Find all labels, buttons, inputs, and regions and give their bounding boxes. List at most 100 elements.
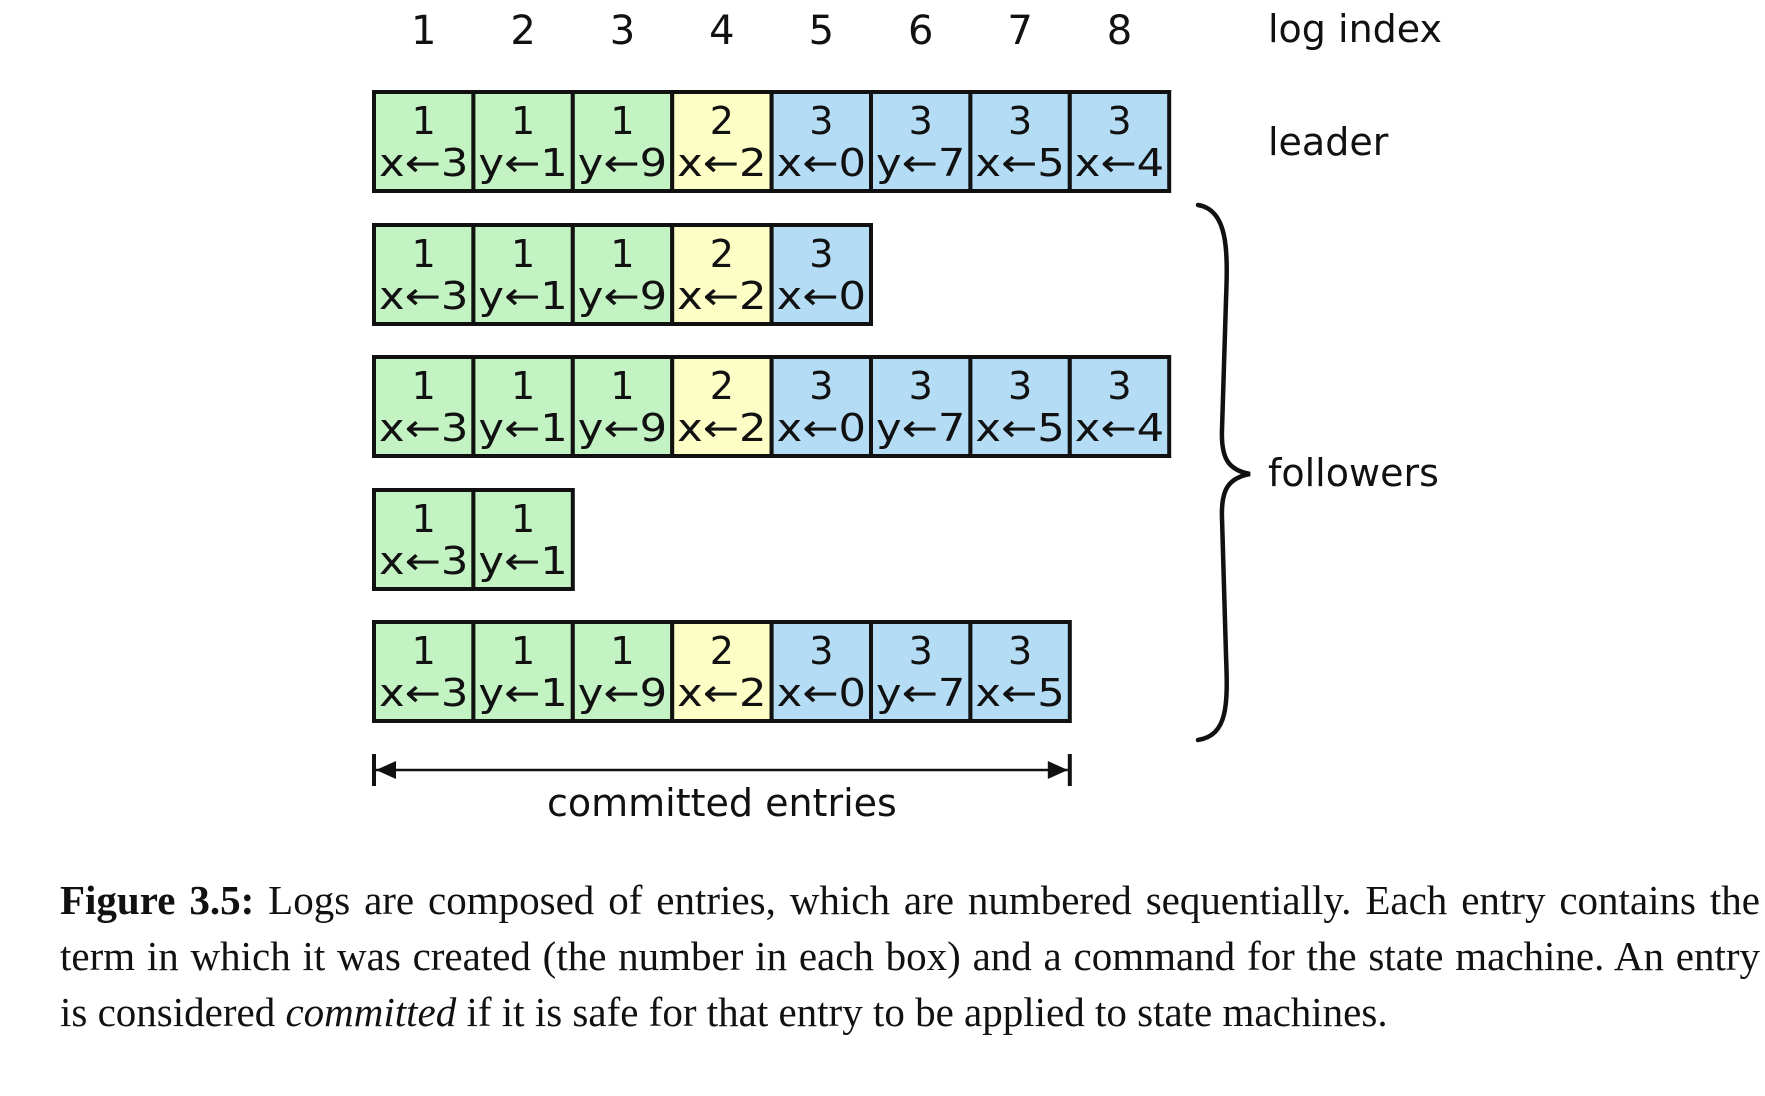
log-index-7: 7 xyxy=(1007,8,1032,54)
log-entry: 1y←9 xyxy=(570,620,675,723)
entry-command: x←0 xyxy=(777,274,866,318)
followers-brace xyxy=(1195,202,1251,743)
entry-command: x←3 xyxy=(379,671,468,715)
entry-term: 1 xyxy=(610,232,634,276)
entry-box-term-3 xyxy=(769,223,873,326)
entry-command: x←5 xyxy=(975,671,1064,715)
log-entry: 3x←0 xyxy=(769,223,873,326)
entry-box-term-1 xyxy=(372,355,476,458)
entry-term: 1 xyxy=(511,497,535,541)
entry-box-term-3 xyxy=(869,355,973,458)
entry-term: 3 xyxy=(809,364,833,408)
figure-caption: Figure 3.5: Logs are composed of entries… xyxy=(60,872,1760,1040)
entry-term: 1 xyxy=(412,99,436,143)
entry-command: y←1 xyxy=(478,141,567,185)
entry-box-term-3 xyxy=(869,620,973,723)
log-entry: 3y←7 xyxy=(869,355,973,458)
log-entry: 1y←9 xyxy=(570,223,675,326)
log-entry: 3y←7 xyxy=(869,90,973,193)
entry-command: y←9 xyxy=(578,274,667,318)
follower-log-2: 1x←31y←11y←92x←23x←03y←73x←53x←4 xyxy=(372,355,1172,458)
entry-command: x←3 xyxy=(379,539,468,583)
entry-command: x←2 xyxy=(677,406,766,450)
entry-term: 3 xyxy=(809,629,833,673)
log-entry: 3x←0 xyxy=(769,620,873,723)
entry-term: 1 xyxy=(412,232,436,276)
entry-term: 1 xyxy=(412,364,436,408)
log-index-2: 2 xyxy=(510,8,535,54)
entry-term: 1 xyxy=(511,364,535,408)
entry-box-term-1 xyxy=(570,90,675,193)
log-index-5: 5 xyxy=(809,8,834,54)
entry-box-term-2 xyxy=(670,620,774,723)
leader-log: 1x←31y←11y←92x←23x←03y←73x←53x←4 xyxy=(372,90,1172,193)
entry-command: x←0 xyxy=(777,406,866,450)
entry-command: y←1 xyxy=(478,671,567,715)
entry-box-term-1 xyxy=(471,488,575,591)
entry-term: 3 xyxy=(1008,629,1032,673)
follower-log-4: 1x←31y←11y←92x←23x←03y←73x←5 xyxy=(372,620,1072,723)
log-index-label: log index xyxy=(1268,7,1442,51)
entry-box-term-1 xyxy=(471,620,575,723)
log-entry: 1y←1 xyxy=(471,355,575,458)
committed-right-arrowhead xyxy=(1047,761,1068,779)
entry-term: 3 xyxy=(1107,99,1131,143)
entry-command: y←7 xyxy=(876,141,965,185)
entry-term: 1 xyxy=(511,629,535,673)
entry-term: 1 xyxy=(610,629,634,673)
entry-term: 3 xyxy=(909,99,933,143)
log-index-8: 8 xyxy=(1107,8,1132,54)
entry-command: x←2 xyxy=(677,671,766,715)
role-labels: leader followers xyxy=(1195,120,1439,743)
log-entry: 3x←0 xyxy=(769,90,873,193)
log-entry: 2x←2 xyxy=(670,620,774,723)
entry-term: 2 xyxy=(710,364,734,408)
entry-command: x←3 xyxy=(379,406,468,450)
entry-box-term-2 xyxy=(670,90,774,193)
entry-term: 1 xyxy=(511,99,535,143)
log-entry: 3x←0 xyxy=(769,355,873,458)
leader-label: leader xyxy=(1268,120,1389,164)
entry-command: y←9 xyxy=(578,671,667,715)
caption-emphasis: committed xyxy=(285,989,457,1035)
log-entry: 3y←7 xyxy=(869,620,973,723)
caption-text-after: if it is safe for that entry to be appli… xyxy=(456,989,1388,1035)
entry-box-term-1 xyxy=(372,488,476,591)
entry-term: 1 xyxy=(511,232,535,276)
log-index-4: 4 xyxy=(709,8,734,54)
entry-term: 1 xyxy=(610,364,634,408)
entry-term: 2 xyxy=(710,99,734,143)
log-entry: 1y←1 xyxy=(471,223,575,326)
log-entry: 1y←9 xyxy=(570,355,675,458)
log-entry: 2x←2 xyxy=(670,223,774,326)
entry-box-term-3 xyxy=(769,90,873,193)
log-entry: 3x←5 xyxy=(968,620,1072,723)
entry-box-term-3 xyxy=(968,90,1072,193)
entry-term: 1 xyxy=(610,99,634,143)
entry-command: x←3 xyxy=(379,274,468,318)
entry-command: y←9 xyxy=(578,141,667,185)
entry-command: x←2 xyxy=(677,274,766,318)
entry-command: y←7 xyxy=(876,406,965,450)
entry-command: x←0 xyxy=(777,141,866,185)
entry-command: x←3 xyxy=(379,141,468,185)
entry-box-term-3 xyxy=(968,620,1072,723)
entry-box-term-3 xyxy=(1067,355,1172,458)
entry-command: x←4 xyxy=(1075,141,1164,185)
log-entry: 1y←1 xyxy=(471,620,575,723)
entry-box-term-1 xyxy=(372,620,476,723)
entry-term: 2 xyxy=(710,232,734,276)
log-entry: 1y←1 xyxy=(471,488,575,591)
follower-log-1: 1x←31y←11y←92x←23x←0 xyxy=(372,223,873,326)
entry-command: y←7 xyxy=(876,671,965,715)
log-entry: 1x←3 xyxy=(372,90,476,193)
entry-term: 1 xyxy=(412,497,436,541)
log-entry: 1x←3 xyxy=(372,620,476,723)
log-entry: 3x←5 xyxy=(968,355,1072,458)
log-entry: 1x←3 xyxy=(372,488,476,591)
log-entry: 3x←4 xyxy=(1067,90,1172,193)
entry-command: y←1 xyxy=(478,406,567,450)
log-entry: 1y←9 xyxy=(570,90,675,193)
